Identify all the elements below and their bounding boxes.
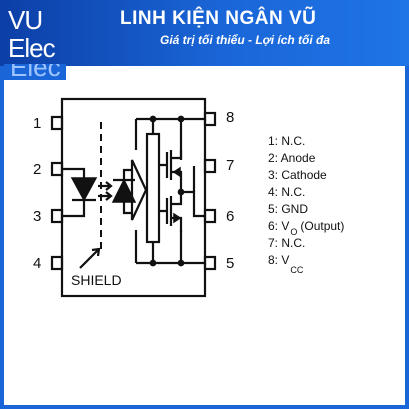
output-node-wiring [181, 190, 205, 218]
pin-number-4: 4 [33, 255, 41, 272]
pin-row-4: 4: N.C. [268, 184, 398, 201]
pin-8-pad [203, 111, 217, 127]
pin-description-list: 1: N.C. 2: Anode 3: Cathode 4: N.C. 5: G… [268, 133, 398, 275]
shield-arrow [79, 247, 101, 269]
watermark-text: Elec [10, 64, 61, 80]
logo-line-2: Elec [8, 33, 56, 63]
pin-row-1: 1: N.C. [268, 133, 398, 150]
lower-transistor-arrow [173, 212, 182, 224]
led-wiring [62, 167, 86, 218]
brand-slogan: Giá trị tối thiểu - Lợi ích tối đa [160, 33, 331, 47]
pin-row-subscript: CC [290, 265, 304, 275]
pin-row-label: 4: N.C. [268, 185, 306, 199]
pin-row-note: (Output) [300, 219, 345, 233]
brand-name: LINH KIỆN NGÂN VŨ [120, 8, 317, 29]
shield-label: SHIELD [71, 272, 122, 288]
amplifier-triangle [130, 159, 148, 221]
junction-dot-3 [149, 259, 157, 267]
junction-dot-1 [149, 115, 157, 123]
pin-1-pad [50, 115, 64, 131]
logo-line-1: VU [8, 5, 43, 35]
pin-row-label: 2: Anode [268, 151, 316, 165]
pin-5-pad [203, 255, 217, 271]
pin-number-6: 6 [226, 208, 234, 225]
pin-row-5: 5: GND [268, 201, 398, 218]
upper-transistor-arrow [172, 166, 181, 178]
pin-row-label: 6: V [268, 219, 290, 233]
led-diode-symbol [70, 177, 98, 202]
pin-4-pad [50, 255, 64, 271]
pin-row-8: 8: VCC [268, 252, 398, 275]
package-outline [60, 97, 207, 298]
amplifier-block [145, 132, 161, 244]
pin-row-subscript: O [290, 227, 298, 237]
pin-3-pad [50, 208, 64, 224]
pin-7-pad [203, 158, 217, 174]
photodiode-wiring [122, 168, 132, 215]
pin-row-label: 3: Cathode [268, 168, 327, 182]
pin-number-2: 2 [33, 161, 41, 178]
pin-number-1: 1 [33, 115, 41, 132]
junction-dot-4 [177, 259, 185, 267]
pin-2-pad [50, 161, 64, 177]
pin-row-3: 3: Cathode [268, 167, 398, 184]
pin-row-label: 1: N.C. [268, 134, 306, 148]
pin-number-3: 3 [33, 208, 41, 225]
brand-logo: VU Elec [4, 4, 66, 62]
pin-number-8: 8 [226, 109, 234, 126]
pin-row-label: 8: V [268, 253, 290, 267]
pin-row-label: 5: GND [268, 202, 309, 216]
led-arrows [98, 181, 113, 201]
photodiode-symbol [111, 178, 137, 203]
pin-number-5: 5 [226, 255, 234, 272]
pin-row-2: 2: Anode [268, 150, 398, 167]
junction-dot-2 [177, 115, 185, 123]
pin-row-6: 6: VO(Output) [268, 218, 398, 237]
pin-row-label: 7: N.C. [268, 236, 306, 250]
brand-banner: VU Elec LINH KIỆN NGÂN VŨ Giá trị tối th… [0, 0, 409, 66]
pin-number-7: 7 [226, 157, 234, 174]
pin-6-pad [203, 208, 217, 224]
gnd-rail [136, 230, 205, 265]
pin-row-7: 7: N.C. [268, 235, 398, 252]
watermark-logo: Elec [4, 64, 66, 80]
junction-dot-5 [177, 188, 185, 196]
transistor-gate-wiring [159, 163, 167, 213]
lower-transistor [165, 194, 183, 232]
